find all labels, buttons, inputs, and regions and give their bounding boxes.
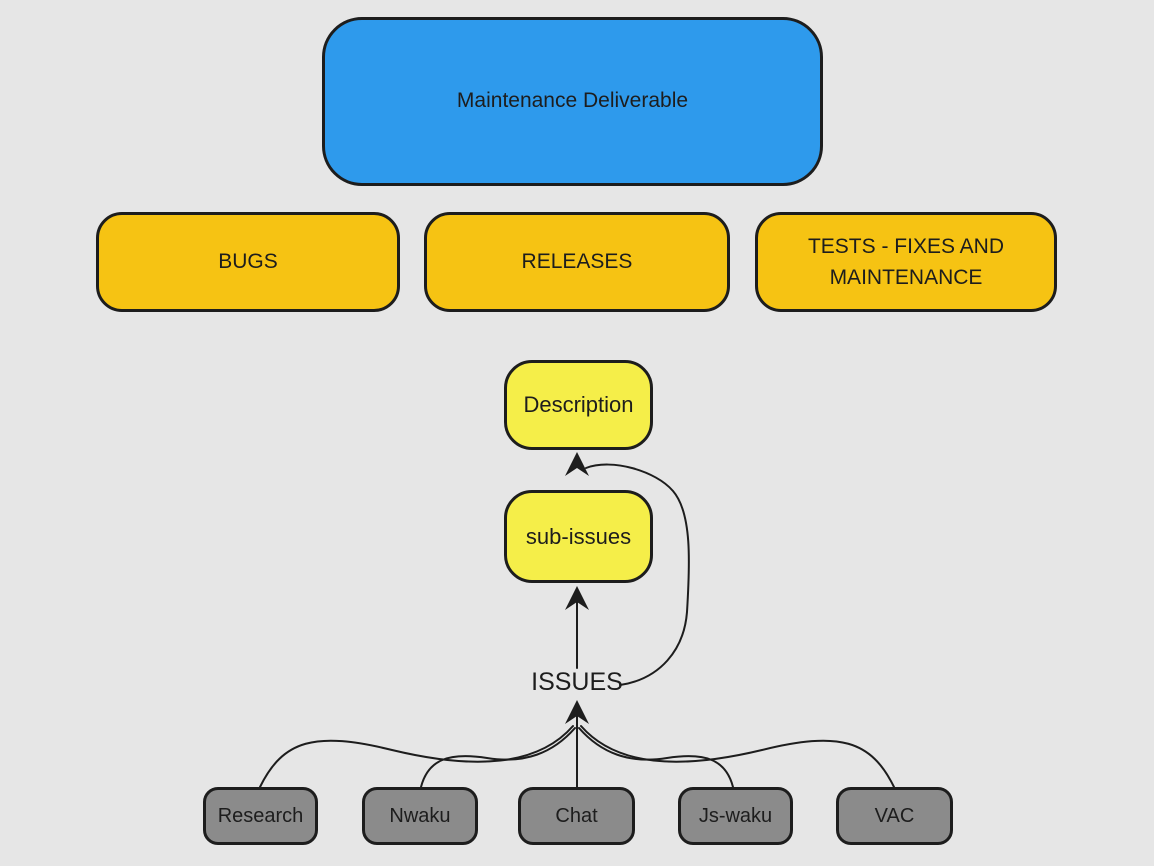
node-label: sub-issues: [525, 523, 632, 549]
node-label: RELEASES: [521, 249, 633, 273]
node-tests-fixes-maintenance[interactable]: TESTS - FIXES AND MAINTENANCE: [755, 212, 1057, 312]
node-vac[interactable]: VAC: [836, 787, 953, 845]
node-label: Nwaku: [389, 804, 451, 827]
issues-text[interactable]: ISSUES: [531, 668, 623, 696]
edge-issues-to-description: [585, 463, 690, 686]
node-label: Maintenance Deliverable: [456, 89, 689, 113]
node-chat[interactable]: Chat: [518, 787, 635, 845]
arrowhead-description: [565, 452, 589, 476]
node-maintenance-deliverable[interactable]: Maintenance Deliverable: [322, 17, 823, 186]
node-nwaku[interactable]: Nwaku: [362, 787, 478, 845]
node-releases[interactable]: RELEASES: [424, 212, 730, 312]
arrowhead-sub-issues: [565, 586, 589, 610]
node-description[interactable]: Description: [504, 360, 653, 450]
node-label: Description: [523, 392, 634, 418]
node-label: BUGS: [218, 249, 278, 273]
edge-research-to-issues: [259, 725, 574, 788]
node-sub-issues[interactable]: sub-issues: [504, 490, 653, 583]
edge-vac-to-issues: [580, 725, 895, 788]
node-label: TESTS - FIXES AND MAINTENANCE: [807, 234, 1005, 289]
node-research[interactable]: Research: [203, 787, 318, 845]
node-label: Research: [217, 804, 304, 827]
node-label: Chat: [555, 804, 598, 827]
node-bugs[interactable]: BUGS: [96, 212, 400, 312]
arrowhead-issues: [565, 700, 589, 724]
edge-jswaku-to-issues: [578, 727, 734, 788]
node-label: VAC: [874, 804, 915, 827]
node-label: Js-waku: [698, 804, 773, 827]
node-js-waku[interactable]: Js-waku: [678, 787, 793, 845]
edge-nwaku-to-issues: [420, 727, 576, 788]
